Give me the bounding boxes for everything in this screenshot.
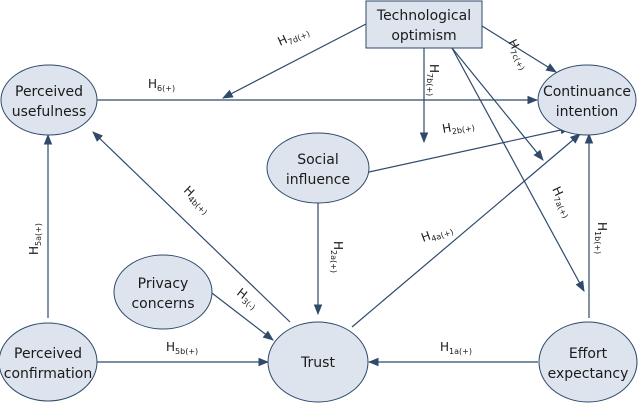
si-label-line2: influence: [286, 172, 350, 188]
si-label-line1: Social: [297, 152, 339, 168]
hyp-label-4b: H4b(+): [180, 183, 214, 217]
tech-label-line2: optimism: [391, 28, 456, 44]
hyp-label-2b: H2b(+): [441, 117, 475, 138]
trust-label: Trust: [300, 355, 335, 371]
node-trust: Trust: [267, 321, 369, 403]
node-social-influence: Social influence: [266, 132, 370, 204]
pconf-label-line1: Perceived: [14, 346, 82, 362]
ee-label-line1: Effort: [569, 346, 608, 362]
arrow-trust-to-pu: [92, 131, 291, 323]
arrow-trust-to-ci: [351, 133, 581, 328]
arrow-tech-to-pu: [222, 23, 367, 99]
pu-label-line2: usefulness: [12, 104, 87, 120]
arrow-tech-to-ci-2: [451, 47, 544, 161]
ci-label-line1: Continuance: [543, 84, 631, 100]
hyp-label-7d: H7d(+): [276, 23, 312, 51]
hyp-label-5a: H5a(+): [27, 223, 43, 255]
pc-label-line1: Privacy: [138, 276, 189, 292]
hyp-label-7a: H7a(+): [548, 184, 576, 220]
pconf-label-line2: confirmation: [4, 366, 93, 382]
ci-label-line2: intention: [556, 104, 619, 120]
arrow-tech-to-ee: [451, 47, 585, 292]
hyp-label-1a: H1a(+): [440, 340, 472, 356]
pc-label-line2: concerns: [131, 296, 194, 312]
tech-label-line1: Technological: [376, 8, 471, 24]
node-perceived-usefulness: Perceived usefulness: [0, 64, 98, 136]
node-continuance-intention: Continuance intention: [537, 64, 637, 136]
hyp-label-1b: H1b(+): [593, 222, 609, 254]
pu-label-line1: Perceived: [15, 84, 83, 100]
node-perceived-confirmation: Perceived confirmation: [0, 322, 98, 402]
ee-label-line2: expectancy: [548, 366, 629, 382]
node-effort-expectancy: Effort expectancy: [538, 321, 638, 403]
hyp-label-6: H6(+): [148, 77, 175, 93]
arrow-tech-to-ci: [481, 25, 557, 73]
hyp-label-2a: H2a(+): [329, 241, 345, 273]
arrow-pc-to-trust: [207, 289, 274, 341]
hyp-label-4a: H4a(+): [419, 221, 455, 247]
node-technological-optimism: Technological optimism: [365, 0, 483, 49]
hyp-label-5b: H5b(+): [166, 340, 198, 356]
node-privacy-concerns: Privacy concerns: [113, 254, 213, 330]
arrow-si-to-ci: [368, 125, 572, 173]
hyp-label-7b: H7b(+): [425, 64, 441, 96]
